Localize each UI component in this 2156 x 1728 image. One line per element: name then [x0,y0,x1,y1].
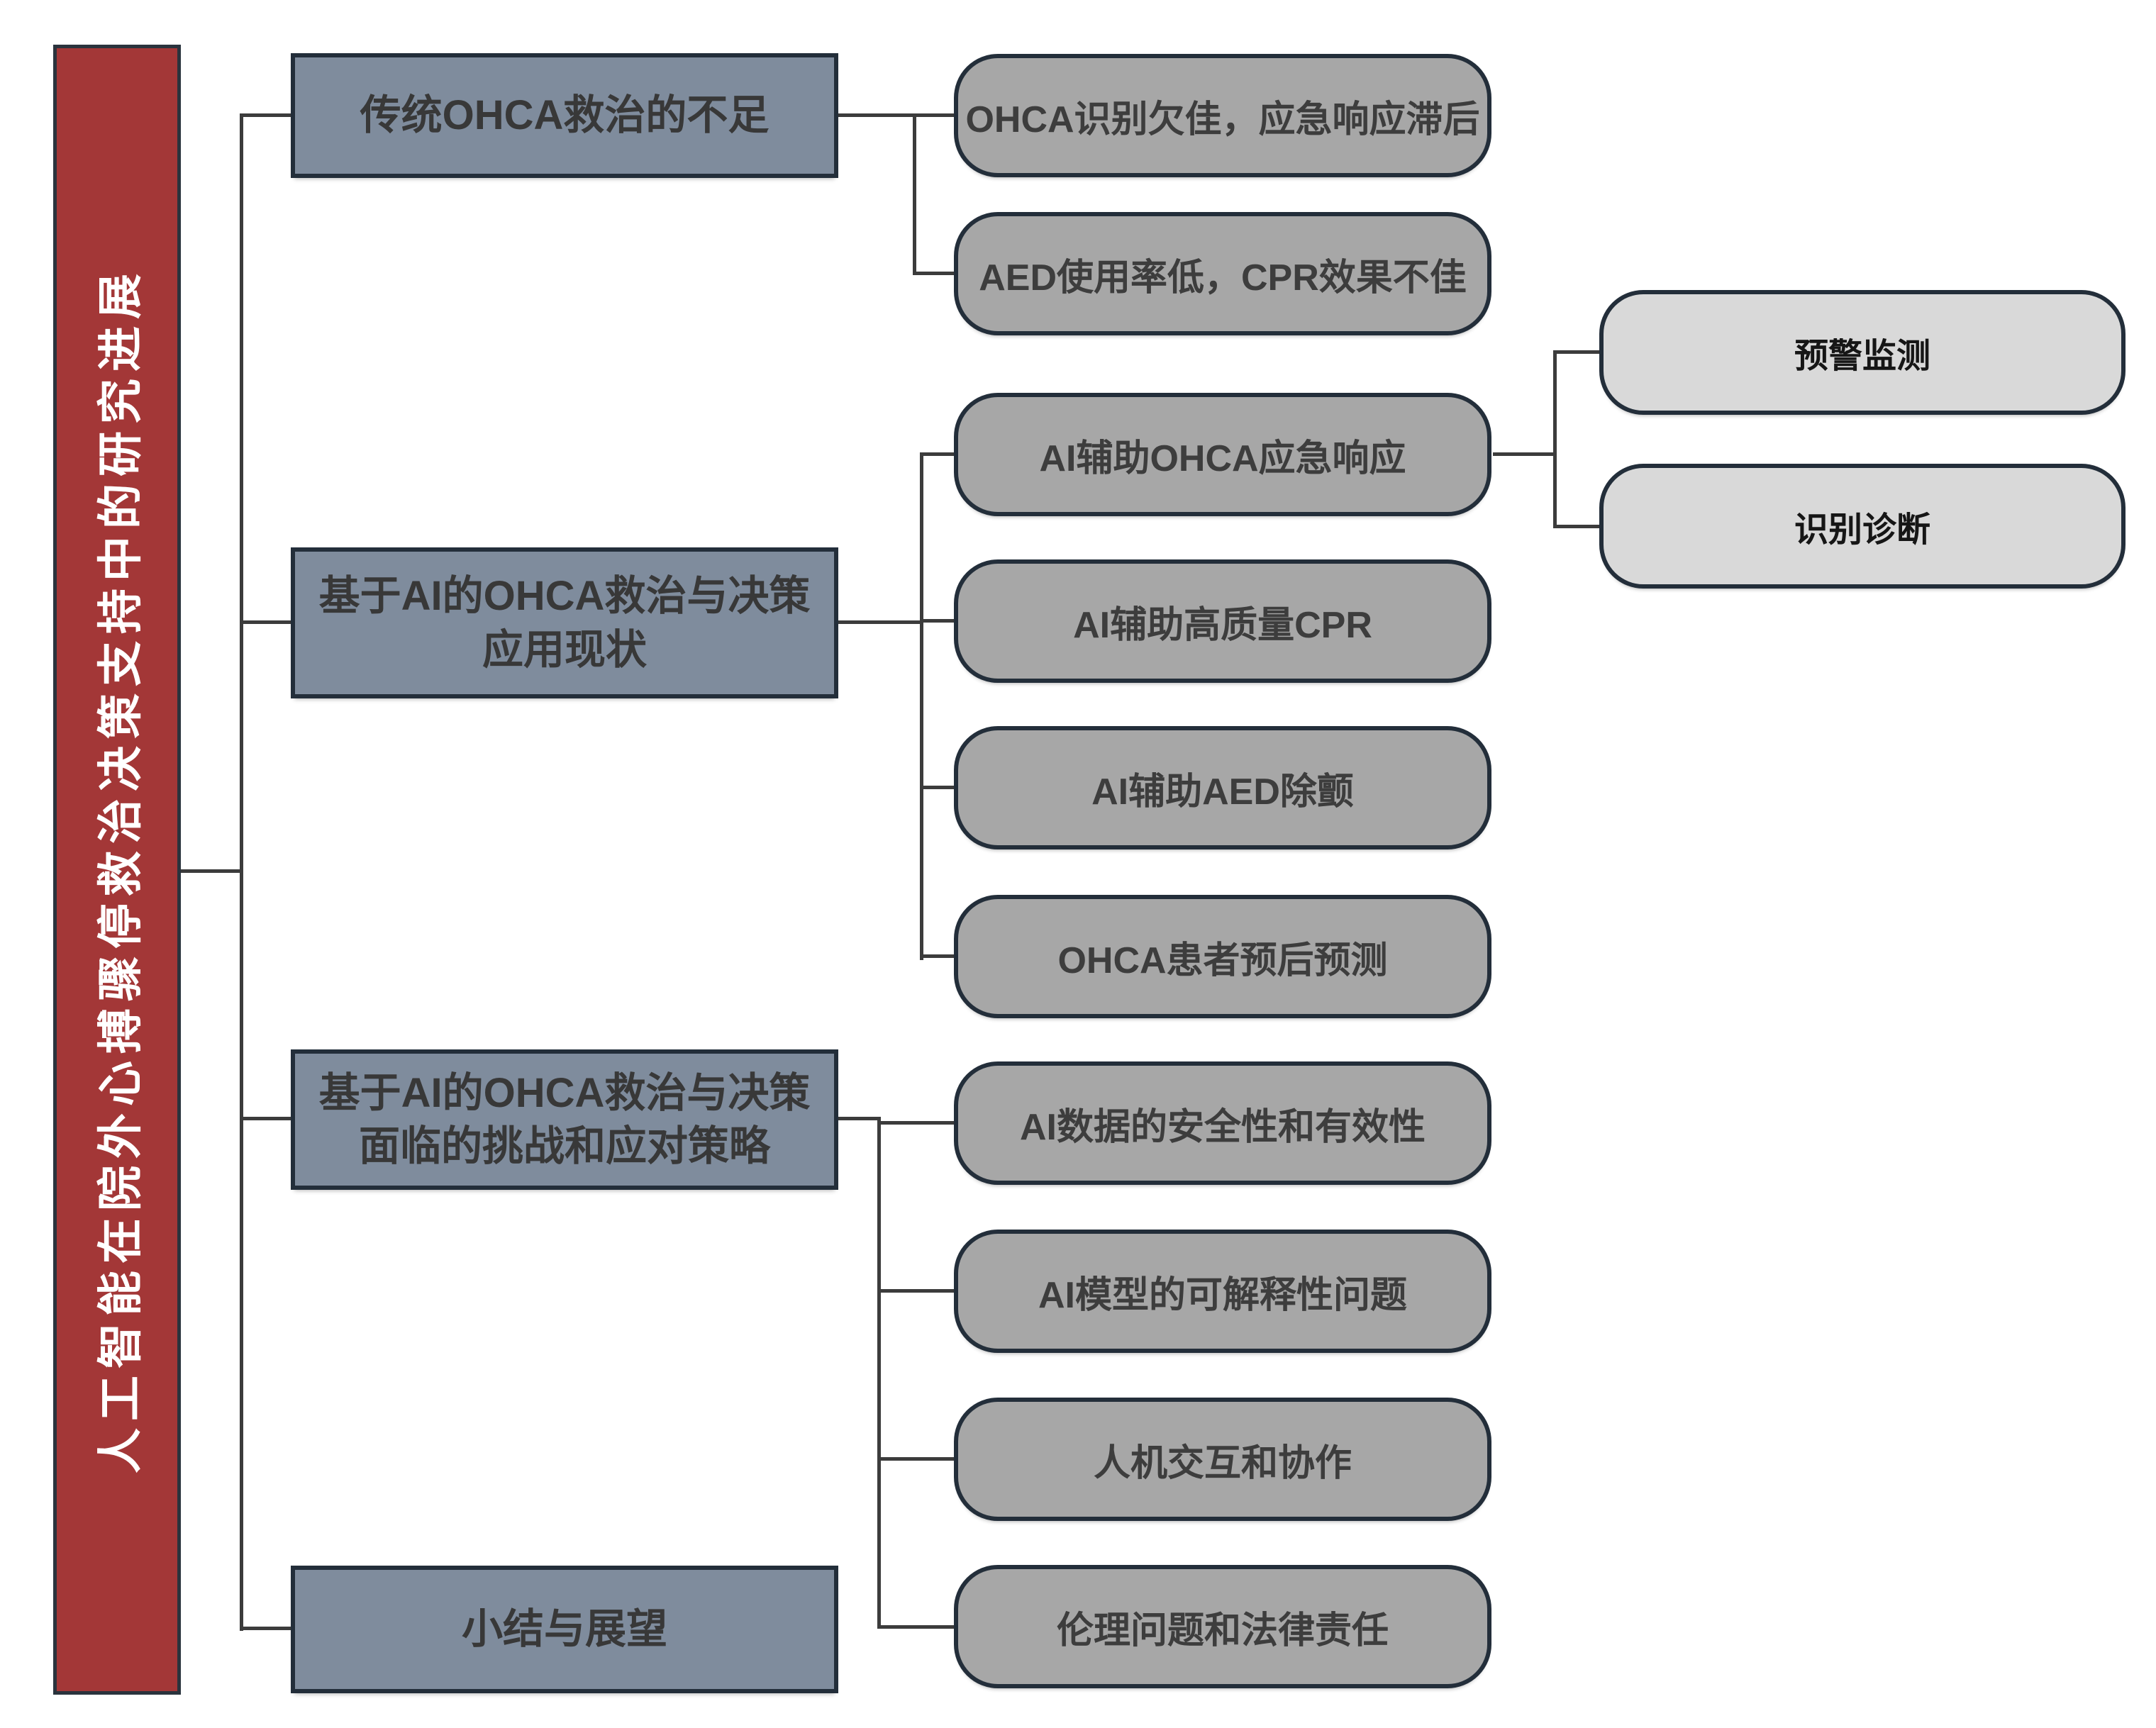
leaf-node-label: OHCA识别欠佳，应急响应滞后 [965,99,1480,140]
connector-line [881,1625,955,1629]
branch-node-summary-outlook[interactable]: 小结与展望 [291,1566,838,1693]
subleaf-node-recognition-diagnosis[interactable]: 识别诊断 [1599,464,2126,589]
connector-line [1557,525,1601,528]
leaf-node-ethical-issues-legal-liability[interactable]: 伦理问题和法律责任 [954,1565,1491,1688]
connector-line [1557,350,1601,354]
branch-node-label: 基于AI的OHCA救治与决策面临的挑战和应对策略 [318,1069,811,1169]
root-node-label: 人工智能在院外心搏骤停救治决策支持中的研究进展 [95,266,146,1473]
leaf-node-label: AI数据的安全性和有效性 [1019,1106,1426,1148]
leaf-node-ai-data-security-validity[interactable]: AI数据的安全性和有效性 [954,1061,1491,1185]
leaf-node-label: 人机交互和协作 [1093,1442,1352,1484]
connector-line [838,620,923,624]
leaf-node-label: 伦理问题和法律责任 [1056,1610,1389,1651]
connector-line [179,869,243,873]
branch-node-ai-ohca-application-status[interactable]: 基于AI的OHCA救治与决策应用现状 [291,547,838,698]
leaf-node-ohca-patient-prognosis-prediction[interactable]: OHCA患者预后预测 [954,895,1491,1018]
branch-node-label: 小结与展望 [461,1606,667,1653]
connector-line [881,1289,955,1293]
subleaf-node-label: 预警监测 [1794,338,1930,375]
branch-node-label: 传统OHCA救治的不足 [360,92,769,139]
connector-line [243,1627,293,1630]
leaf-node-label: AI辅助AED除颤 [1091,771,1354,813]
connector-line [923,954,955,958]
leaf-node-ai-assisted-aed-defibrillation[interactable]: AI辅助AED除颤 [954,726,1491,849]
leaf-node-ai-assisted-ohca-emergency-response[interactable]: AI辅助OHCA应急响应 [954,393,1491,516]
connector-line [923,619,955,623]
branch-node-label: 基于AI的OHCA救治与决策应用现状 [318,573,811,673]
connector-line [923,786,955,789]
connector-line [838,1117,881,1120]
branch-node-ai-ohca-challenges-strategies[interactable]: 基于AI的OHCA救治与决策面临的挑战和应对策略 [291,1049,838,1190]
connector-line [243,113,293,117]
leaf-node-label: OHCA患者预后预测 [1057,940,1388,981]
connector-line [243,620,293,624]
leaf-node-human-machine-interaction-collaboration[interactable]: 人机交互和协作 [954,1398,1491,1521]
connector-line [881,1121,955,1125]
connector-line [916,272,955,275]
branch-node-traditional-ohca-deficiency[interactable]: 传统OHCA救治的不足 [291,53,838,178]
connector-line [923,452,955,456]
subleaf-node-label: 识别诊断 [1794,511,1930,549]
root-node[interactable]: 人工智能在院外心搏骤停救治决策支持中的研究进展 [53,45,181,1695]
leaf-node-label: AED使用率低，CPR效果不佳 [979,257,1467,299]
connector-line [920,452,923,960]
subleaf-node-early-warning-monitoring[interactable]: 预警监测 [1599,290,2126,415]
connector-line [881,1457,955,1461]
leaf-node-label: AI模型的可解释性问题 [1038,1274,1407,1316]
connector-line [1553,350,1557,528]
leaf-node-label: AI辅助高质量CPR [1073,604,1372,646]
connector-line [1493,452,1557,456]
leaf-node-label: AI辅助OHCA应急响应 [1039,437,1406,479]
connector-line [838,113,916,117]
connector-line [240,113,243,1631]
leaf-node-ai-assisted-high-quality-cpr[interactable]: AI辅助高质量CPR [954,559,1491,683]
connector-line [877,1117,881,1629]
connector-line [243,1117,293,1120]
leaf-node-low-aed-use-poor-cpr[interactable]: AED使用率低，CPR效果不佳 [954,212,1491,335]
connector-line [913,113,916,275]
connector-line [916,113,955,117]
leaf-node-ohca-recognition-delayed-response[interactable]: OHCA识别欠佳，应急响应滞后 [954,54,1491,177]
leaf-node-ai-model-interpretability[interactable]: AI模型的可解释性问题 [954,1230,1491,1353]
